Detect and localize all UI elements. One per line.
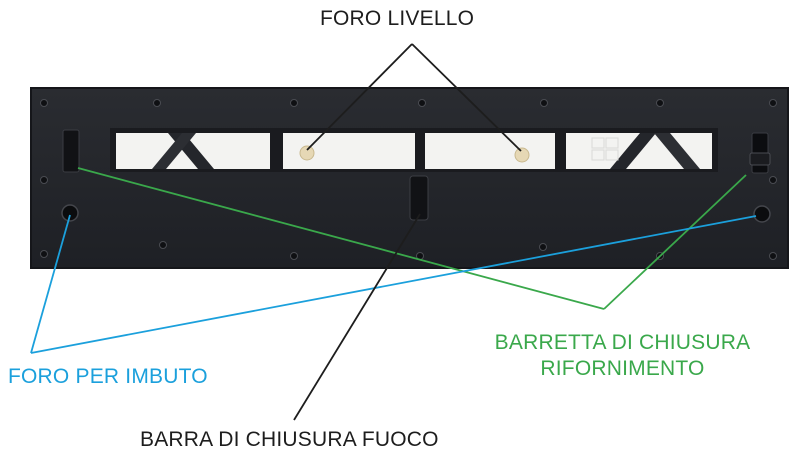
label-refill-bar-line2: RIFORNIMENTO <box>540 357 705 380</box>
window-strut-4 <box>654 133 700 169</box>
screw <box>290 99 298 107</box>
refill-latch-left <box>62 129 80 173</box>
window-panel-3 <box>425 133 555 169</box>
screw <box>769 176 777 184</box>
screw <box>40 99 48 107</box>
window-panels <box>116 133 712 169</box>
window-strut-2 <box>152 133 196 169</box>
refill-latch-right-tab <box>749 152 771 166</box>
front-panel <box>30 87 789 269</box>
leader-level-right <box>411 43 522 152</box>
leader-refill-left <box>77 167 605 310</box>
screw <box>769 99 777 107</box>
label-level-hole: FORO LIVELLO <box>320 7 475 30</box>
leader-refill-right <box>603 174 747 310</box>
fire-bar-handle <box>409 175 429 221</box>
screw <box>290 252 298 260</box>
screw <box>539 243 547 251</box>
label-fire-bar: BARRA DI CHIUSURA FUOCO <box>140 428 439 451</box>
label-funnel-hole: FORO PER IMBUTO <box>8 365 208 388</box>
level-hole-right <box>514 147 530 163</box>
window-pattern <box>591 137 619 161</box>
screw <box>769 252 777 260</box>
level-hole-left <box>299 145 315 161</box>
screw <box>40 176 48 184</box>
screw <box>40 250 48 258</box>
screw <box>153 99 161 107</box>
leader-fire-bar <box>293 213 421 421</box>
label-refill-bar: BARRETTA DI CHIUSURA RIFORNIMENTO <box>470 330 775 382</box>
leader-funnel-left <box>30 214 71 354</box>
leader-funnel-right <box>30 215 757 354</box>
screw <box>159 241 167 249</box>
screw <box>656 99 664 107</box>
leader-level-left <box>306 43 413 151</box>
window-strut-3 <box>610 133 656 169</box>
funnel-hole-right <box>753 205 771 223</box>
screw <box>418 99 426 107</box>
funnel-hole-left <box>61 204 79 222</box>
label-refill-bar-line1: BARRETTA DI CHIUSURA <box>494 331 751 354</box>
screw <box>540 99 548 107</box>
